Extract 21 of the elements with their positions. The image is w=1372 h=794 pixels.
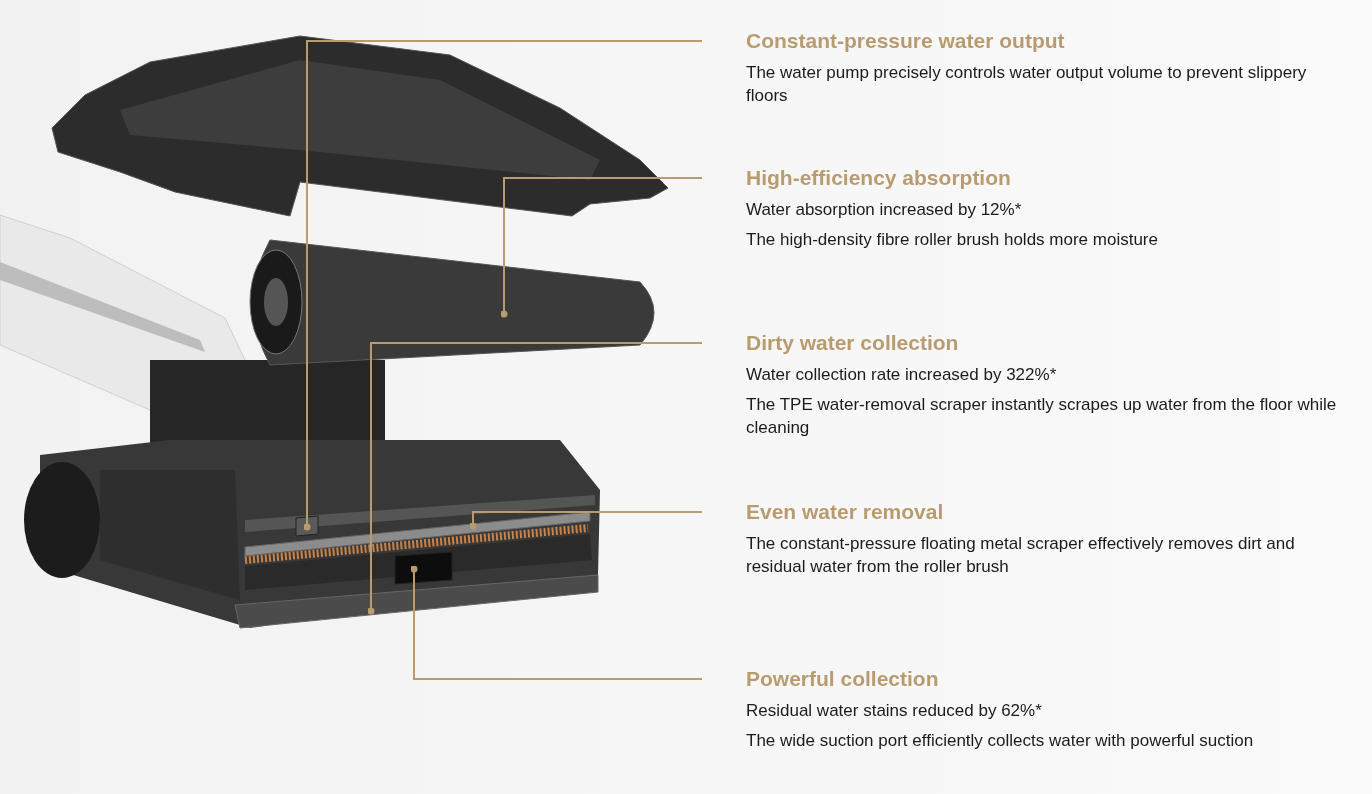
feature-heading: Dirty water collection bbox=[746, 330, 960, 356]
leader-line bbox=[410, 565, 703, 680]
feature-heading: High-efficiency absorption bbox=[746, 165, 1012, 191]
feature-description: Water absorption increased by 12%* bbox=[746, 199, 1023, 221]
feature-description: Residual water stains reduced by 62%* bbox=[746, 700, 1043, 722]
rubber-scraper bbox=[234, 574, 599, 629]
leader-line bbox=[469, 511, 703, 530]
feature-heading: Powerful collection bbox=[746, 666, 940, 692]
leader-line bbox=[367, 342, 703, 615]
leader-line bbox=[303, 40, 703, 531]
feature-description: The constant-pressure floating metal scraper effectively removes dirt and residual water from the roller brush bbox=[746, 533, 1296, 578]
metal-scraper bbox=[244, 511, 591, 557]
feature-description: The TPE water-removal scraper instantly scrapes up water from the floor while cleaning bbox=[746, 394, 1338, 439]
feature-heading: Even water removal bbox=[746, 499, 945, 525]
leader-line bbox=[500, 177, 703, 318]
roller-brush bbox=[249, 239, 655, 366]
feature-description: Water collection rate increased by 322%* bbox=[746, 364, 1058, 386]
feature-description: The high-density fibre roller brush holds more moisture bbox=[746, 229, 1159, 251]
feature-description: The water pump precisely controls water output volume to prevent slippery floors bbox=[746, 62, 1308, 107]
feature-heading: Constant-pressure water output bbox=[746, 28, 1066, 54]
feature-description: The wide suction port efficiently collects water with powerful suction bbox=[746, 730, 1255, 752]
